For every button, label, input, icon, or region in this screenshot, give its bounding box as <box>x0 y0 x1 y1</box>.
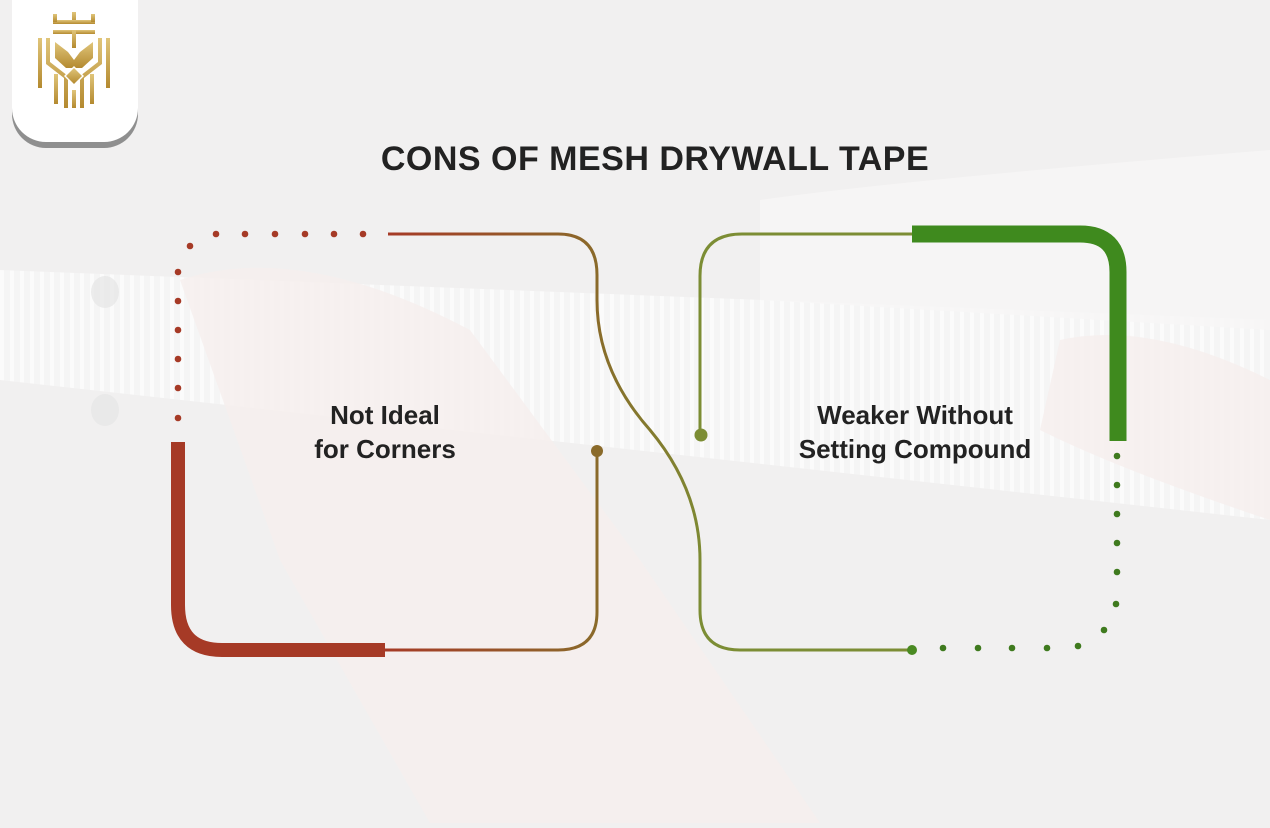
endpoint-dot <box>907 645 917 655</box>
card-label-line1: Not Ideal <box>330 400 440 430</box>
brand-logo-card <box>12 0 138 142</box>
card-not-ideal-for-corners: Not Ideal for Corners <box>265 398 505 466</box>
card-label-line2: Setting Compound <box>798 434 1032 464</box>
endpoint-dot <box>591 445 603 457</box>
left-frame-red <box>171 230 702 657</box>
dotted-corner-bottom-right <box>939 452 1121 652</box>
card-weaker-without-setting-compound: Weaker Without Setting Compound <box>745 398 1085 466</box>
endpoint-dot <box>694 428 708 442</box>
crown-shield-logo-icon <box>38 12 110 108</box>
page-title: CONS OF MESH DRYWALL TAPE <box>380 140 930 178</box>
dotted-corner-top-left <box>174 230 367 422</box>
right-frame-green <box>694 225 1127 655</box>
card-label-line1: Weaker Without <box>817 400 1013 430</box>
card-label-line2: for Corners <box>314 434 456 464</box>
